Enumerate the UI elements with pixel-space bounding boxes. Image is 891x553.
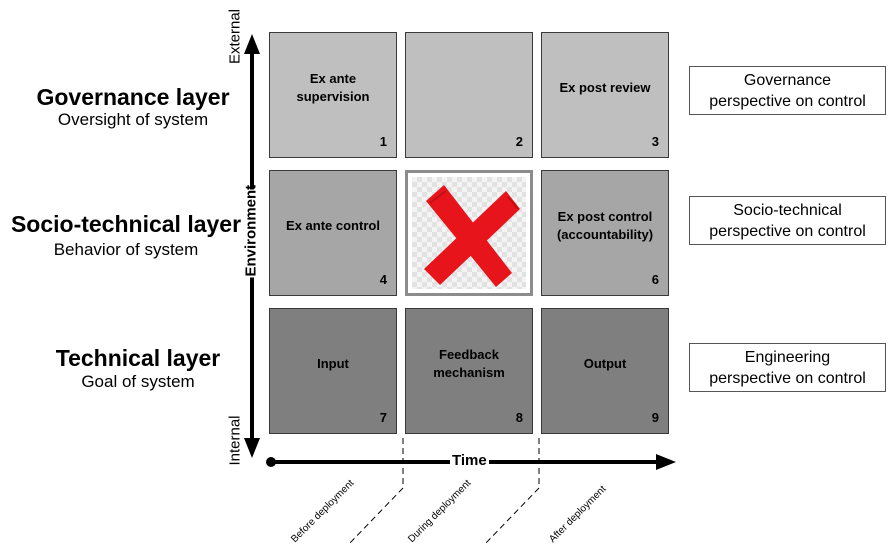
red-x-mark-icon <box>424 185 520 287</box>
cell-feedback-mechanism: Feedback mechanism 8 <box>405 308 533 434</box>
cell-number: 9 <box>651 410 659 425</box>
cell-number: 3 <box>651 134 659 149</box>
cell-output: Output 9 <box>541 308 669 434</box>
technical-layer-title: Technical layer <box>55 345 221 371</box>
socio-technical-layer-subtitle: Behavior of system <box>53 240 199 259</box>
cell-crossed-out <box>405 170 533 296</box>
cell-label: Input <box>317 356 349 371</box>
cell-ex-ante-supervision: Ex ante supervision 1 <box>269 32 397 158</box>
perspective-line-1: Engineering <box>744 348 831 366</box>
internal-label: Internal <box>226 415 244 466</box>
cell-number: 4 <box>379 272 387 287</box>
cell-label: Ex post control (accountability) <box>556 209 654 242</box>
cell-number: 8 <box>515 410 523 425</box>
governance-layer-title: Governance layer <box>36 84 230 110</box>
environment-axis-arrow-down <box>244 438 260 458</box>
cell-number: 2 <box>515 134 523 149</box>
socio-technical-perspective-box: Socio-technical perspective on control <box>689 196 886 245</box>
governance-perspective-box: Governance perspective on control <box>689 66 886 115</box>
environment-axis-arrow-up <box>244 34 260 54</box>
cell-label: Ex ante control <box>286 218 380 233</box>
socio-technical-layer-title: Socio-technical layer <box>10 211 242 237</box>
phase-separator-2 <box>483 438 540 546</box>
cell-input: Input 7 <box>269 308 397 434</box>
time-axis-arrow <box>656 454 676 470</box>
phase-separator-1 <box>347 438 404 546</box>
technical-layer-subtitle: Goal of system <box>81 372 195 391</box>
cell-ex-post-control: Ex post control (accountability) 6 <box>541 170 669 296</box>
cell-number: 7 <box>379 410 387 425</box>
perspective-line-2: perspective on control <box>709 92 866 110</box>
perspective-line-1: Governance <box>743 71 832 89</box>
external-label: External <box>226 8 244 65</box>
perspective-line-1: Socio-technical <box>733 201 842 219</box>
perspective-line-2: perspective on control <box>709 222 866 240</box>
governance-layer-subtitle: Oversight of system <box>57 110 209 129</box>
cell-label: Ex ante supervision <box>296 71 370 104</box>
cell-ex-ante-control: Ex ante control 4 <box>269 170 397 296</box>
cell-number: 6 <box>651 272 659 287</box>
cell-ex-post-review: Ex post review 3 <box>541 32 669 158</box>
cell-label: Feedback mechanism <box>433 347 505 380</box>
environment-label: Environment <box>242 184 260 278</box>
cell-label <box>410 33 528 143</box>
perspective-line-2: perspective on control <box>709 369 866 387</box>
cell-label: Ex post review <box>559 80 651 95</box>
engineering-perspective-box: Engineering perspective on control <box>689 343 886 392</box>
cell-governance-during: 2 <box>405 32 533 158</box>
time-label: Time <box>450 452 489 469</box>
cell-label: Output <box>583 356 627 371</box>
cell-number: 1 <box>379 134 387 149</box>
